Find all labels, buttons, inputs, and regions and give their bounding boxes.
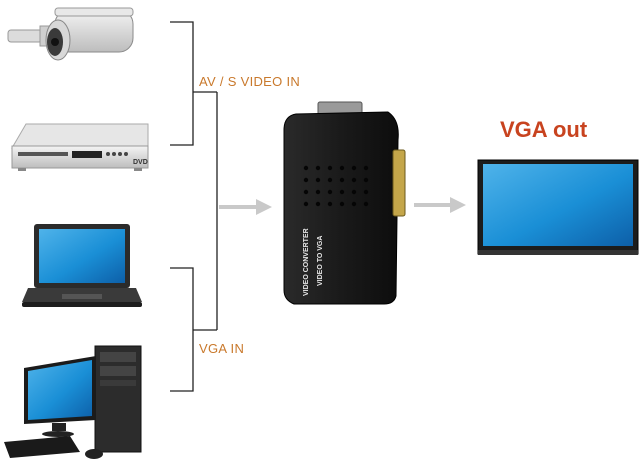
laptop-icon	[22, 224, 142, 307]
vga-monitor-icon	[477, 159, 639, 255]
converter-text-line1: VIDEO CONVERTER	[303, 228, 310, 296]
connector-lines	[170, 21, 218, 392]
vga-in-label: VGA IN	[199, 341, 245, 356]
security-camera-icon	[7, 7, 134, 61]
converter-text-line2: VIDEO TO VGA	[317, 236, 324, 286]
bracket-bottom	[170, 267, 194, 392]
dvd-badge: DVD	[133, 159, 148, 166]
video-converter-box-icon: VIDEO CONVERTER VIDEO TO VGA	[283, 101, 406, 305]
dvd-player-icon: DVD	[11, 123, 149, 171]
input-arrow	[219, 199, 272, 215]
bracket-top	[170, 21, 194, 146]
vga-out-label: VGA out	[500, 117, 588, 142]
av-s-video-in-label: AV / S VIDEO IN	[199, 74, 301, 89]
output-arrow	[414, 197, 466, 213]
desktop-computer-icon	[4, 345, 142, 459]
